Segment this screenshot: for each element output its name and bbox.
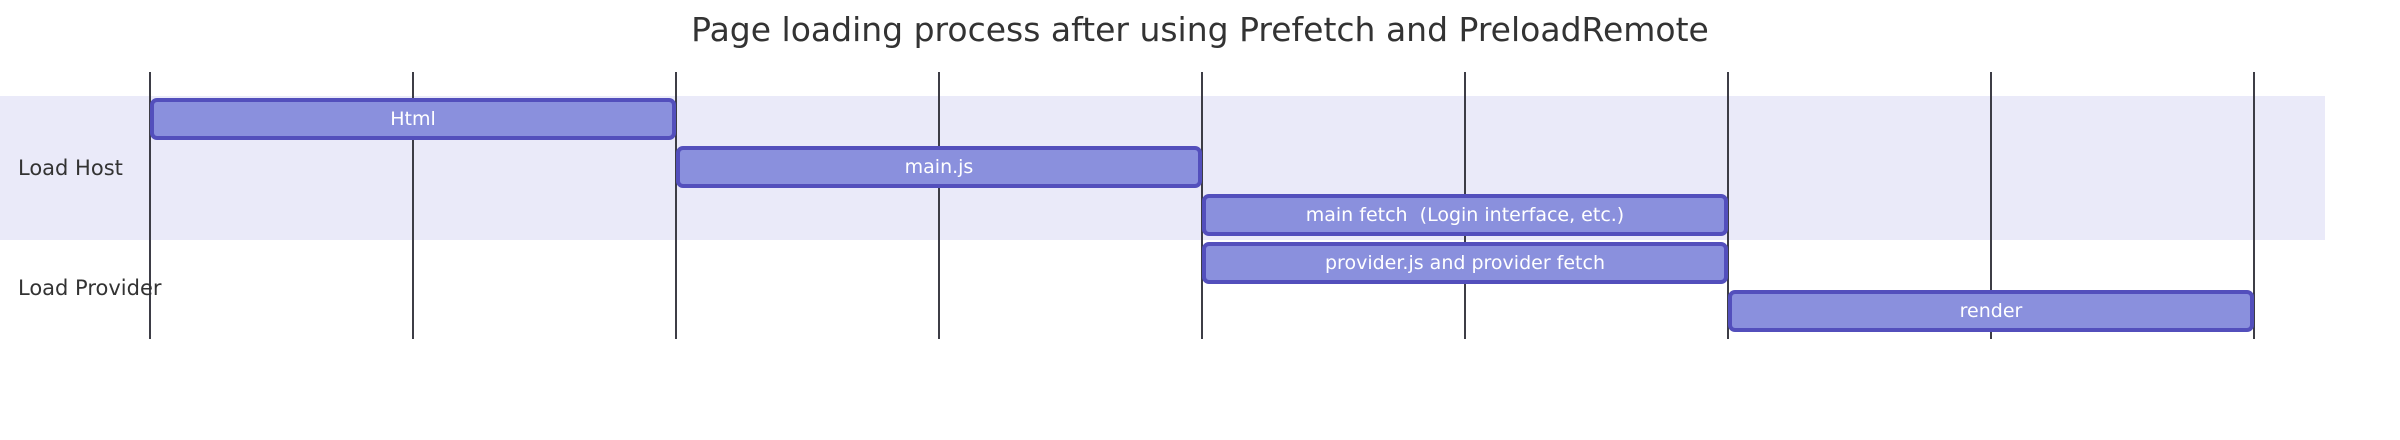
grid-line	[2253, 72, 2255, 339]
section-label: Load Host	[18, 156, 123, 180]
grid-line	[675, 72, 677, 339]
task-bar: main.js	[676, 146, 1202, 188]
task-bar: provider.js and provider fetch	[1202, 242, 1728, 284]
task-bar: Html	[150, 98, 676, 140]
grid-line	[149, 72, 151, 339]
grid-line	[412, 72, 414, 339]
task-bar: main fetch (Login interface, etc.)	[1202, 194, 1728, 236]
grid-line	[938, 72, 940, 339]
section-label: Load Provider	[18, 276, 162, 300]
grid-line	[1727, 72, 1729, 339]
task-bar: render	[1728, 290, 2254, 332]
grid-line	[1990, 72, 1992, 339]
chart-title: Page loading process after using Prefetc…	[691, 10, 1709, 49]
